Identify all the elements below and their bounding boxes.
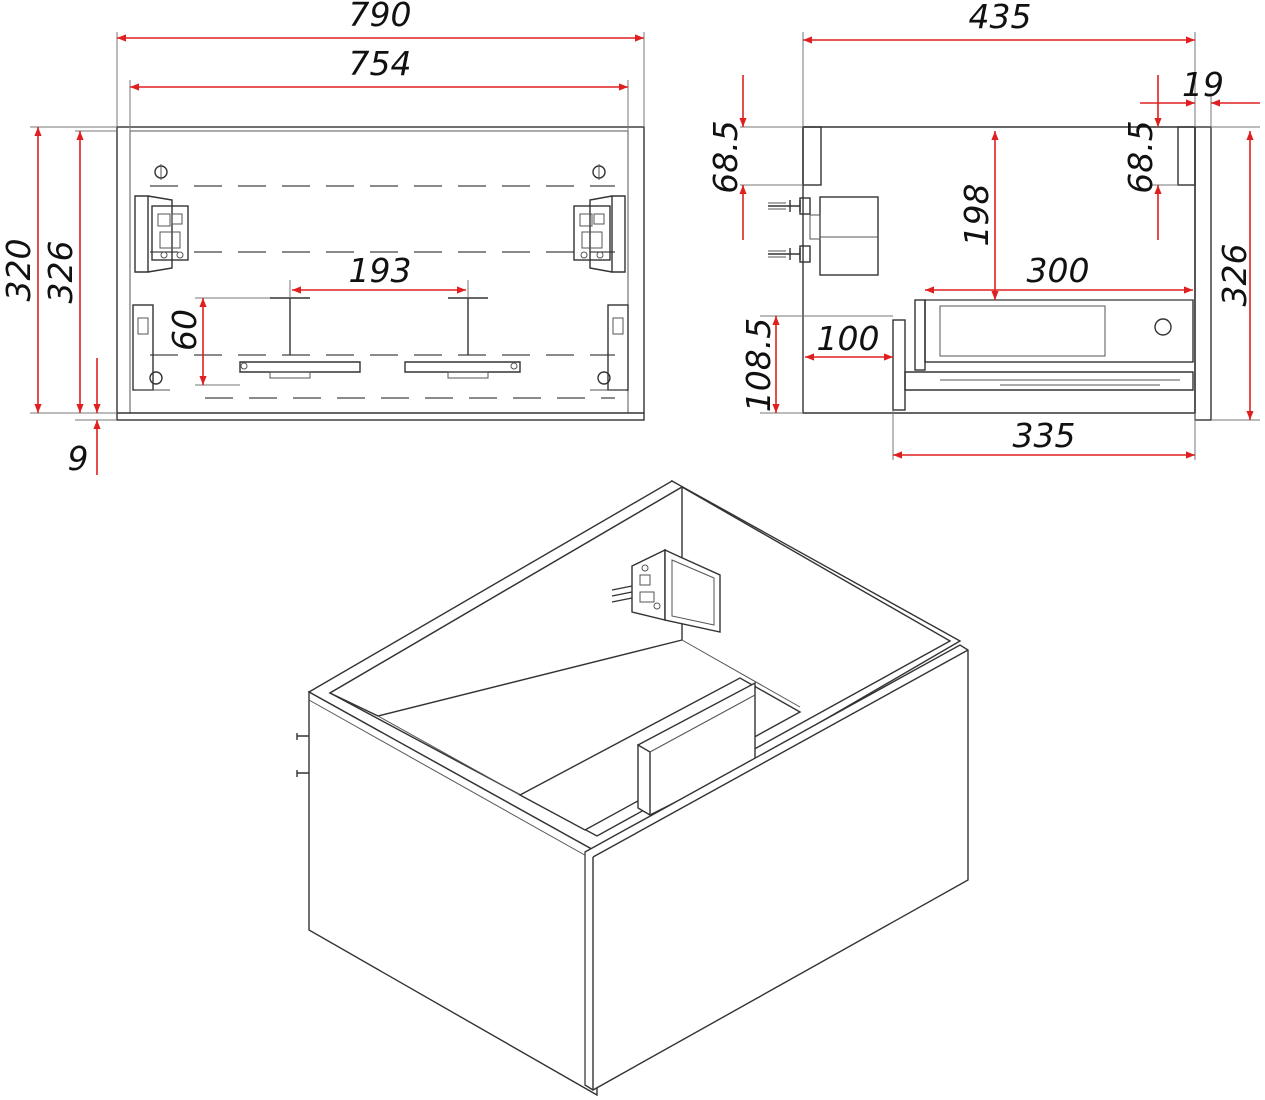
dim-label-top-offset-right: 68.5 (1121, 120, 1160, 193)
dim-label-top-offset-left: 68.5 (706, 120, 745, 193)
side-view: 435 19 68.5 68.5 198 300 326 100 108.5 3… (706, 0, 1260, 460)
iso-wall-hanger-icon (611, 548, 721, 633)
isometric-view (296, 479, 969, 1097)
side-door-panel (1194, 126, 1212, 421)
dim-label-drawer-depth: 300 (1027, 251, 1090, 290)
dim-label-side-height: 326 (1215, 244, 1254, 307)
dim-label-door-thickness: 19 (1182, 65, 1224, 104)
dim-label-rail-length: 335 (1013, 416, 1076, 455)
hanger-block-icon (809, 196, 879, 276)
front-cabinet-outline (116, 126, 645, 421)
drawer-rail-icon (239, 297, 361, 379)
drawer-runner-icon (132, 304, 170, 391)
iso-wall-screw-icon (296, 770, 309, 777)
wall-hanger-bracket-icon (134, 195, 189, 273)
dim-label-overall-width: 790 (349, 0, 412, 34)
wall-hanger-bracket-icon (573, 195, 626, 273)
wall-screw-icon (768, 197, 811, 215)
iso-left-side-panel (308, 690, 598, 1097)
front-view: 790 754 193 320 326 60 9 (0, 0, 645, 478)
wall-batten-left (802, 126, 822, 186)
dim-label-base-offset: 9 (68, 439, 89, 478)
dim-label-drawer-front-offset: 100 (817, 319, 880, 358)
dim-label-inner-width: 754 (349, 44, 412, 83)
mount-hole-icon (592, 164, 606, 180)
dim-label-overall-depth: 435 (969, 0, 1032, 36)
wall-screw-icon (768, 245, 811, 263)
dim-label-bracket-height: 60 (165, 309, 204, 351)
iso-wall-screw-icon (296, 733, 309, 740)
dim-label-rail-spacing: 193 (349, 251, 412, 290)
drawer-rail-icon (404, 297, 521, 379)
drawer-box (892, 299, 1194, 411)
dim-label-bottom-height: 108.5 (739, 318, 778, 412)
dim-label-overall-height: 320 (0, 239, 38, 302)
mount-hole-icon (154, 164, 168, 180)
drawer-runner-icon (590, 304, 629, 391)
wall-batten-right (1177, 126, 1196, 186)
dim-label-height-to-drawer: 198 (957, 184, 996, 247)
dim-label-side-height: 326 (41, 241, 80, 304)
